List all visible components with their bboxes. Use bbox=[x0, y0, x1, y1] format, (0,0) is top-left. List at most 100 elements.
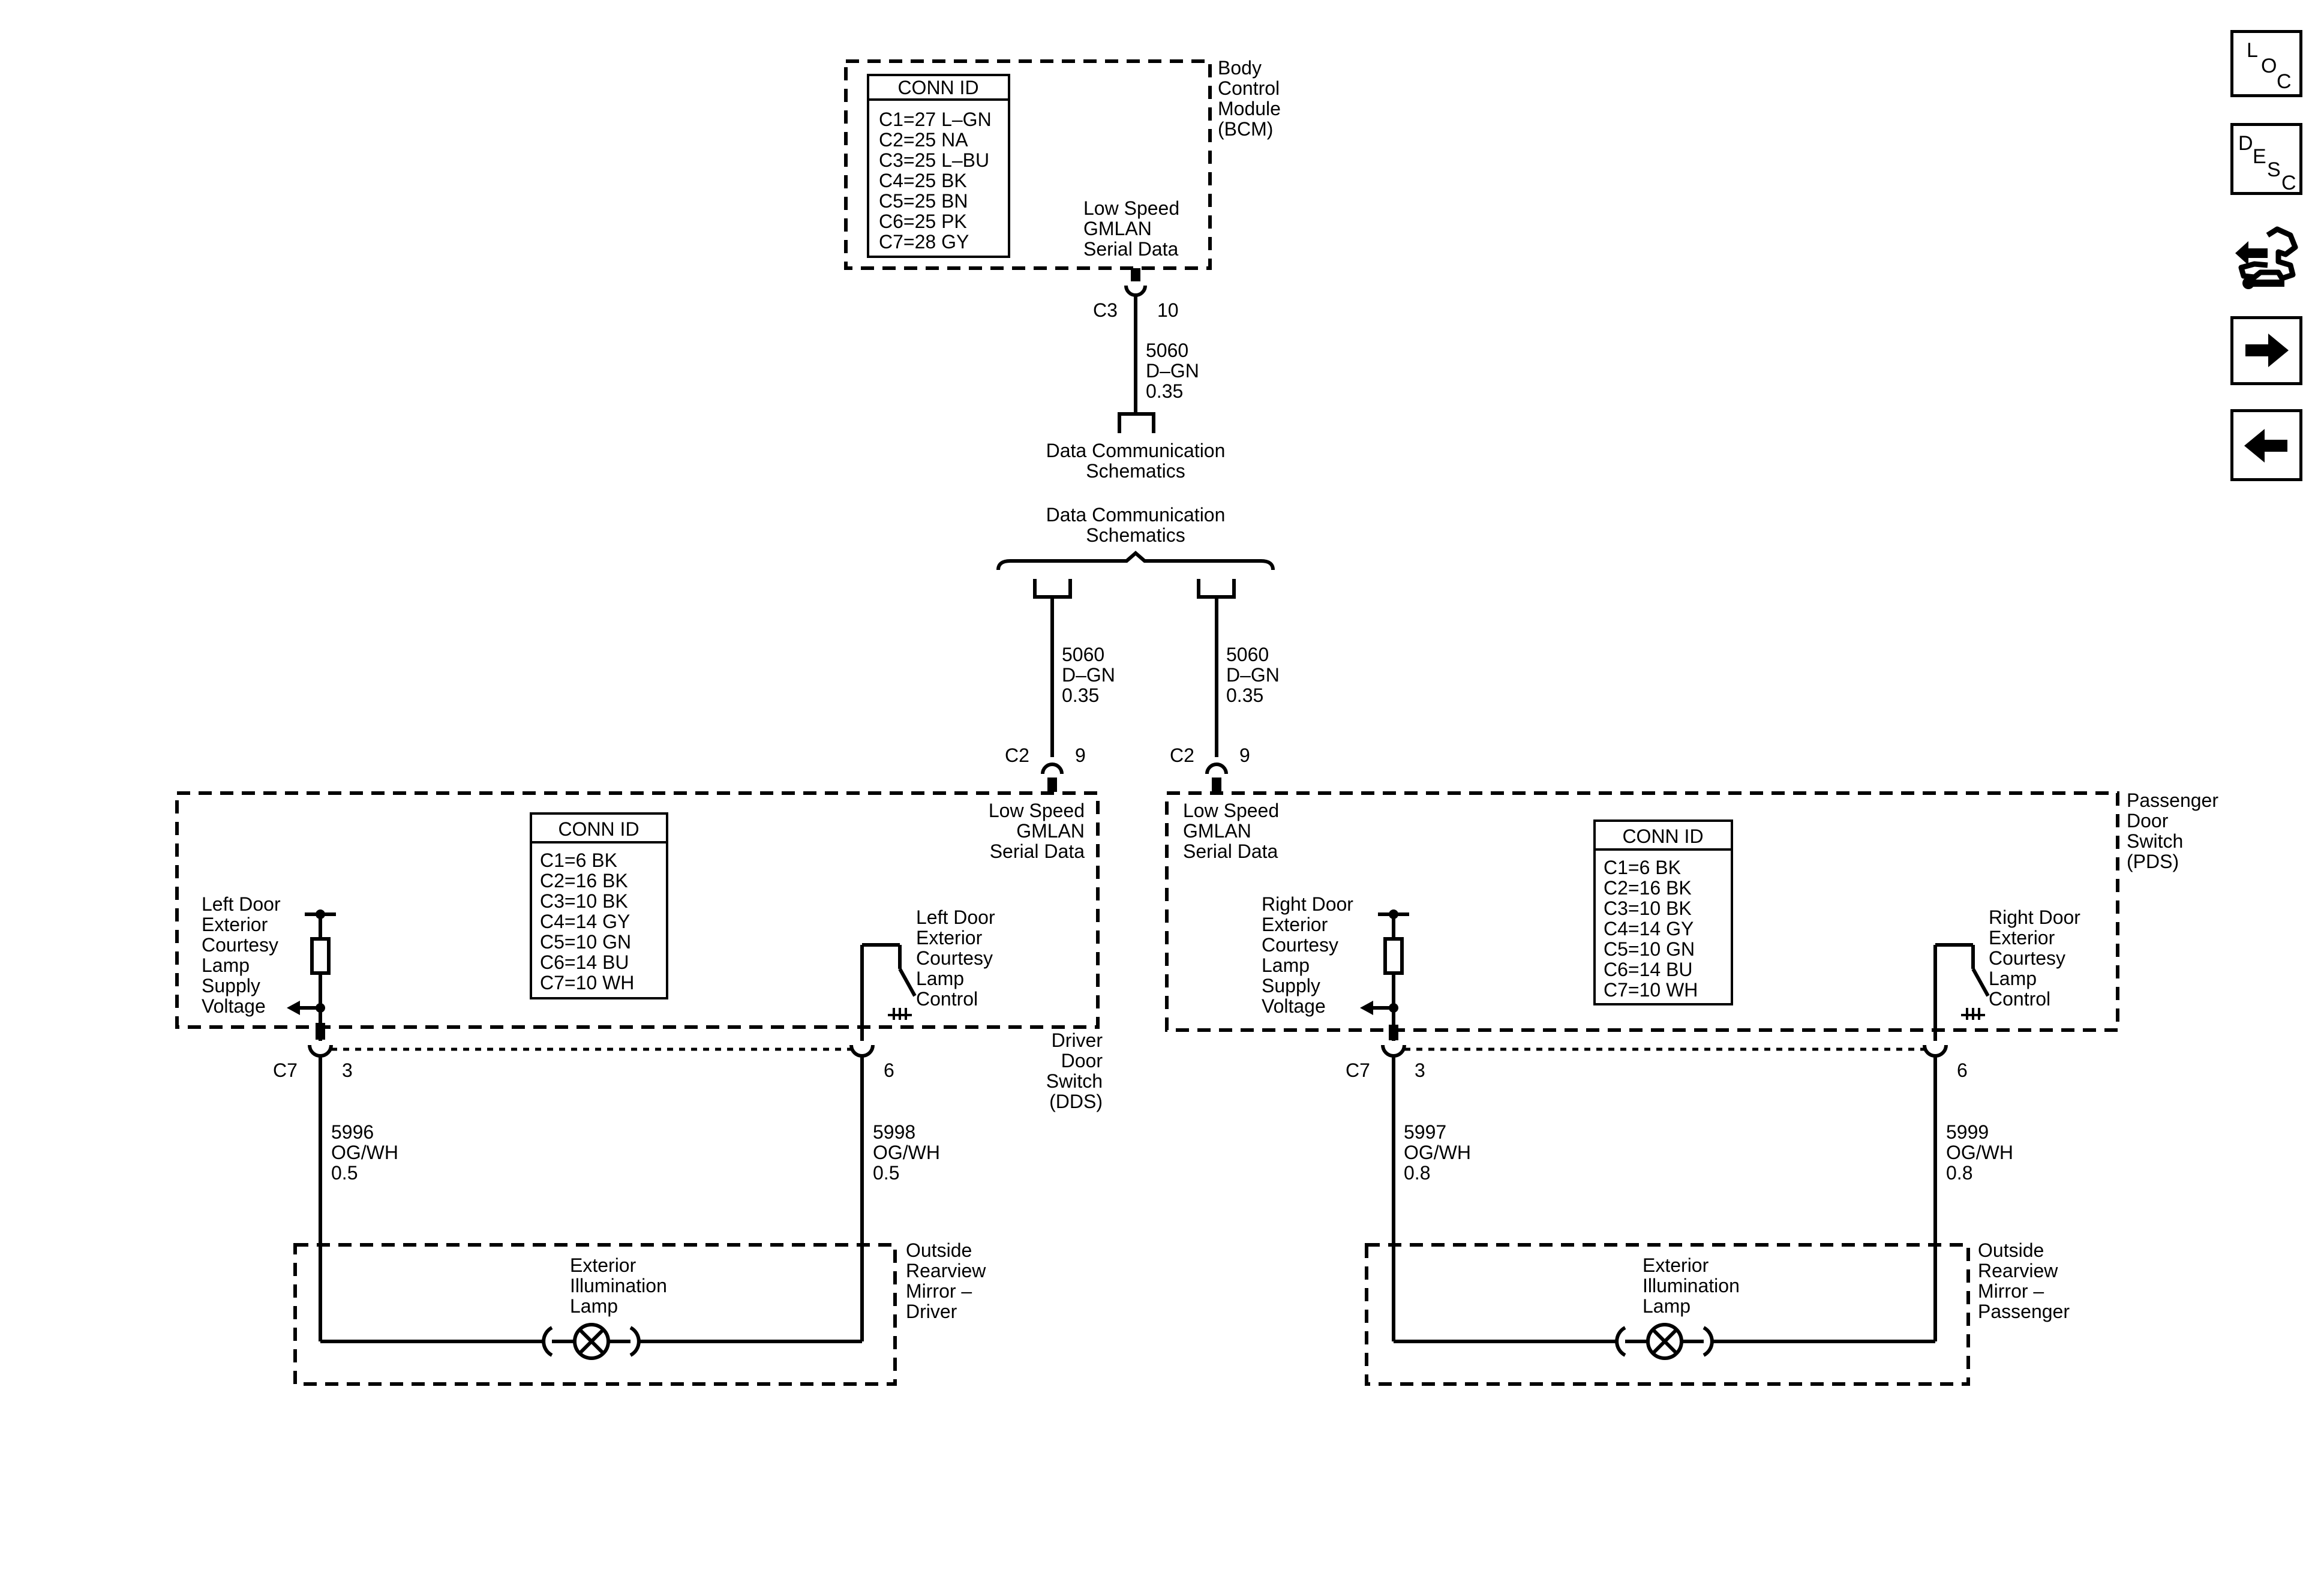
dds-supply-label: Left Door Exterior Courtesy Lamp Supply … bbox=[202, 893, 281, 1017]
svg-text:Exterior: Exterior bbox=[1989, 927, 2055, 948]
bcm-conn-id-row: C5=25 BN bbox=[879, 190, 968, 212]
link-data-comm-top: Data Communication bbox=[1046, 440, 1226, 461]
loc-icon: L O C bbox=[2247, 39, 2292, 93]
wire-5999-circuit: 5999 bbox=[1946, 1121, 1989, 1143]
bcm-name: Control bbox=[1218, 77, 1280, 99]
svg-text:(PDS): (PDS) bbox=[2127, 851, 2179, 872]
mirror-driver-name: Outside Rearview Mirror – Driver bbox=[906, 1239, 986, 1322]
dds-conn-id-row: C7=10 WH bbox=[540, 972, 634, 993]
bcm-name: Module bbox=[1218, 98, 1281, 119]
bcm-connector-pin: 10 bbox=[1157, 299, 1179, 321]
back-page-button[interactable] bbox=[2230, 409, 2302, 481]
bcm-conn-id-row: C1=27 L–GN bbox=[879, 109, 992, 130]
desc-icon: D E S C bbox=[2238, 132, 2296, 194]
pds-conn-id-row: C4=14 GY bbox=[1604, 918, 1694, 939]
dds-module-box bbox=[175, 791, 1100, 1029]
svg-text:Passenger: Passenger bbox=[1978, 1301, 2070, 1322]
svg-text:Courtesy: Courtesy bbox=[202, 934, 278, 956]
svg-text:Lamp: Lamp bbox=[1989, 968, 2037, 989]
mirror-driver-box bbox=[293, 1243, 897, 1386]
svg-text:Outside: Outside bbox=[906, 1239, 972, 1261]
desc-button[interactable]: D E S C bbox=[2230, 123, 2302, 195]
svg-text:Rearview: Rearview bbox=[906, 1260, 986, 1281]
dds-pin-3: 3 bbox=[342, 1059, 353, 1081]
svg-text:Driver: Driver bbox=[906, 1301, 957, 1322]
pds-conn-id-box bbox=[1593, 819, 1733, 1005]
bcm-module-box bbox=[844, 59, 1212, 270]
dds-data-label: GMLAN bbox=[1016, 820, 1085, 842]
svg-text:Lamp: Lamp bbox=[916, 968, 964, 989]
svg-text:C: C bbox=[2281, 172, 2296, 192]
next-page-button[interactable] bbox=[2230, 316, 2302, 385]
wire-5996-color: OG/WH bbox=[331, 1142, 398, 1163]
svg-text:Lamp: Lamp bbox=[1262, 954, 1310, 976]
wire-5996-circuit: 5996 bbox=[331, 1121, 374, 1143]
dds-name: Driver Door Switch (DDS) bbox=[1046, 1029, 1103, 1112]
bcm-name: Body bbox=[1218, 57, 1262, 79]
mirror-driver-lamp-label: Exterior Illumination Lamp bbox=[570, 1254, 667, 1317]
pds-conn-id-row: C1=6 BK bbox=[1604, 857, 1681, 878]
dds-wire-color: D–GN bbox=[1062, 664, 1115, 686]
wire-5996-size: 0.5 bbox=[331, 1162, 358, 1184]
bcm-connector-id: C3 bbox=[1093, 299, 1118, 321]
svg-text:Rearview: Rearview bbox=[1978, 1260, 2058, 1281]
svg-text:Left Door: Left Door bbox=[916, 906, 995, 928]
mirror-passenger-box bbox=[1365, 1243, 1970, 1386]
pds-conn-id-row: C7=10 WH bbox=[1604, 979, 1698, 1001]
bcm-conn-id-row: C6=25 PK bbox=[879, 211, 967, 232]
link-data-comm-bottom: Data Communication bbox=[1046, 504, 1226, 526]
pds-pin-3: 3 bbox=[1415, 1059, 1425, 1081]
svg-text:Switch: Switch bbox=[1046, 1070, 1103, 1092]
loc-button[interactable]: L O C bbox=[2230, 30, 2302, 97]
svg-text:Lamp: Lamp bbox=[570, 1295, 618, 1317]
pds-name: Passenger Door Switch (PDS) bbox=[2127, 789, 2218, 872]
pds-c2-connector: C2 bbox=[1170, 745, 1194, 766]
wire-5998-color: OG/WH bbox=[873, 1142, 940, 1163]
svg-text:Voltage: Voltage bbox=[202, 995, 266, 1017]
svg-text:Mirror –: Mirror – bbox=[906, 1280, 972, 1302]
svg-text:(DDS): (DDS) bbox=[1049, 1091, 1103, 1112]
mirror-passenger-name: Outside Rearview Mirror – Passenger bbox=[1978, 1239, 2070, 1322]
dds-data-label: Low Speed bbox=[989, 800, 1085, 821]
svg-text:Voltage: Voltage bbox=[1262, 995, 1326, 1017]
svg-text:Lamp: Lamp bbox=[1643, 1295, 1691, 1317]
bcm-conn-id-title: CONN ID bbox=[897, 77, 978, 98]
connector-tool-button[interactable] bbox=[2230, 217, 2302, 295]
bcm-wire-circuit: 5060 bbox=[1146, 340, 1188, 361]
svg-text:C: C bbox=[2277, 70, 2292, 93]
dds-conn-id-row: C5=10 GN bbox=[540, 931, 631, 953]
back-arrow-icon bbox=[2244, 429, 2287, 463]
svg-text:Supply: Supply bbox=[1262, 975, 1320, 996]
lamp-icon bbox=[542, 1323, 641, 1360]
svg-text:Door: Door bbox=[2127, 810, 2169, 831]
svg-text:Illumination: Illumination bbox=[570, 1275, 667, 1296]
svg-text:Courtesy: Courtesy bbox=[916, 947, 993, 969]
bcm-conn-id-row: C7=28 GY bbox=[879, 231, 969, 253]
svg-text:Control: Control bbox=[1989, 988, 2050, 1010]
svg-text:Mirror –: Mirror – bbox=[1978, 1280, 2044, 1302]
bcm-conn-id-row: C2=25 NA bbox=[879, 129, 968, 151]
bcm-pin-label: Serial Data bbox=[1083, 238, 1179, 260]
dds-conn-id-box bbox=[530, 812, 668, 999]
pds-wire-circuit: 5060 bbox=[1226, 644, 1269, 665]
svg-text:Serial Data: Serial Data bbox=[1183, 840, 1278, 862]
svg-text:E: E bbox=[2253, 145, 2266, 168]
dds-c7-connector: C7 bbox=[273, 1059, 298, 1081]
dds-wire-size: 0.35 bbox=[1062, 685, 1099, 706]
pds-data-label: Low Speed GMLAN Serial Data bbox=[1183, 800, 1279, 862]
svg-text:Exterior: Exterior bbox=[1643, 1254, 1709, 1276]
bcm-wire-color: D–GN bbox=[1146, 360, 1199, 382]
wire-5997-size: 0.8 bbox=[1404, 1162, 1430, 1184]
dds-pin-6: 6 bbox=[884, 1059, 894, 1081]
connector-tool-icon bbox=[2235, 226, 2298, 289]
pds-conn-id-row: C3=10 BK bbox=[1604, 897, 1692, 919]
pds-c7-connector: C7 bbox=[1346, 1059, 1370, 1081]
pds-pin-6: 6 bbox=[1957, 1059, 1968, 1081]
svg-text:Exterior: Exterior bbox=[202, 914, 268, 935]
svg-text:Switch: Switch bbox=[2127, 830, 2183, 852]
svg-text:Courtesy: Courtesy bbox=[1989, 947, 2065, 969]
bcm-conn-id-row: C4=25 BK bbox=[879, 170, 967, 191]
link-data-comm-top: Schematics bbox=[1086, 460, 1185, 482]
pds-control-label: Right Door Exterior Courtesy Lamp Contro… bbox=[1989, 906, 2080, 1010]
